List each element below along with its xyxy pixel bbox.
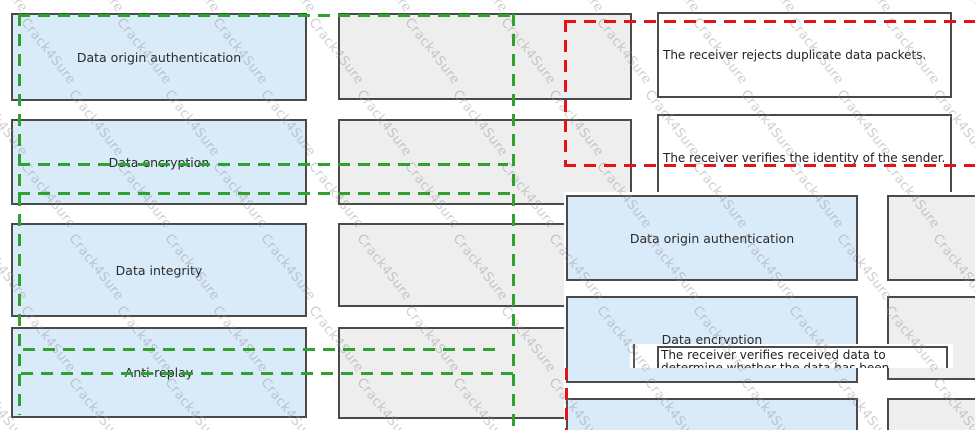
green-dashed-line-middle-vertical: [512, 14, 515, 430]
snippet-border-fragment: [633, 344, 635, 368]
overlay-snippet: The receiver verifies received data to d…: [630, 344, 953, 368]
overlay-drag-item-data-origin-authentication[interactable]: Data origin authentication: [566, 195, 858, 281]
partial-description-box: The receiver verifies received data to d…: [657, 346, 948, 368]
green-dashed-line-row4: [23, 348, 503, 351]
partial-description-line1: The receiver verifies received data to: [661, 348, 886, 362]
red-dashed-line-lower-left: [565, 368, 568, 430]
drag-item-label: Data origin authentication: [76, 49, 242, 65]
drop-slot-2[interactable]: [338, 119, 632, 205]
green-dashed-line-top: [18, 14, 513, 17]
drag-item-label: Data origin authentication: [629, 230, 795, 246]
drag-item-label: Data encryption: [661, 332, 763, 347]
description-text: The receiver verifies the identity of th…: [663, 150, 946, 165]
overlay-drop-slot-1[interactable]: [887, 195, 975, 281]
overlay-drag-item-data-encryption[interactable]: Data encryption: [566, 296, 858, 383]
drag-item-data-encryption[interactable]: Data encryption: [11, 119, 307, 205]
overlay-drag-item-partial[interactable]: [566, 398, 858, 430]
overlay-screenshot: Data origin authentication Data encrypti…: [564, 192, 975, 430]
green-dashed-line-row4b: [21, 372, 513, 375]
green-dashed-line-left: [18, 14, 21, 415]
green-dashed-line-row2: [18, 163, 508, 166]
description-box-2: The receiver verifies the identity of th…: [657, 114, 952, 202]
partial-description-line2: determine whether the data has been: [661, 361, 890, 369]
drop-slot-1[interactable]: [338, 13, 632, 100]
red-dashed-line-top: [564, 20, 975, 23]
drag-item-label: Data encryption: [108, 154, 210, 170]
drag-item-data-integrity[interactable]: Data integrity: [11, 223, 307, 317]
green-dashed-line-row2b: [18, 192, 515, 195]
description-box-1: The receiver rejects duplicate data pack…: [657, 12, 952, 98]
overlay-drop-slot-3[interactable]: [887, 398, 975, 430]
drag-item-label: Data integrity: [115, 262, 203, 278]
red-dashed-line-bottom: [564, 164, 975, 167]
red-dashed-line-left: [564, 20, 567, 167]
description-text: The receiver rejects duplicate data pack…: [663, 47, 927, 62]
drag-item-data-origin-authentication[interactable]: Data origin authentication: [11, 13, 307, 101]
